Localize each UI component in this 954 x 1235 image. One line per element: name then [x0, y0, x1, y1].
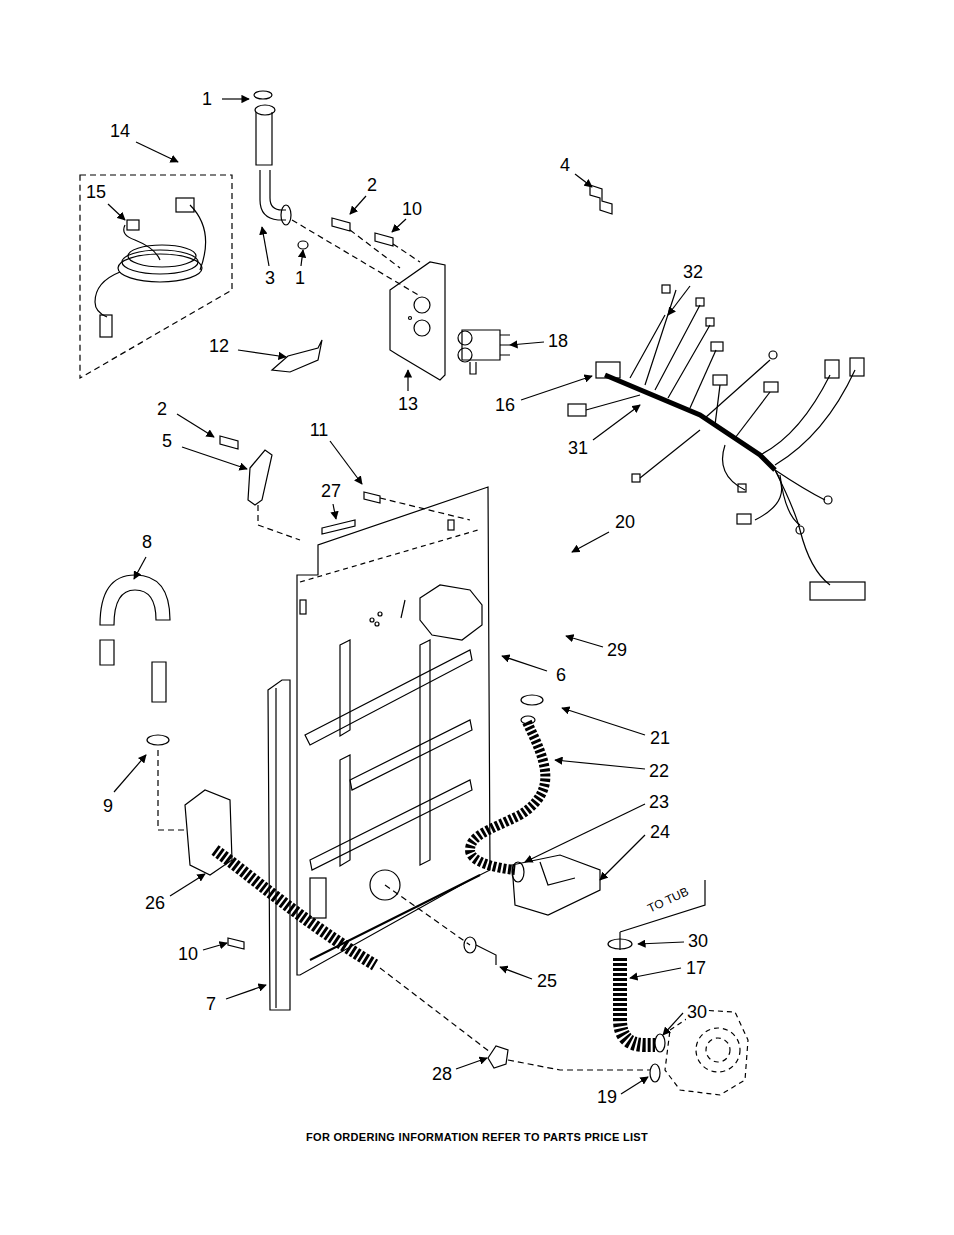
callout-number: 26 — [144, 894, 166, 912]
callout-number: 3 — [264, 269, 276, 287]
callout-number: 2 — [156, 400, 168, 418]
callout-number: 2 — [366, 176, 378, 194]
callout-number: 31 — [567, 439, 589, 457]
callout-number: 27 — [320, 482, 342, 500]
callout-number: 25 — [536, 972, 558, 990]
callout-number: 10 — [177, 945, 199, 963]
callout-number: 17 — [685, 959, 707, 977]
callout-number: 1 — [294, 269, 306, 287]
callout-number: 4 — [559, 156, 571, 174]
callout-number: 28 — [431, 1065, 453, 1083]
callout-number: 20 — [614, 513, 636, 531]
callout-number: 30 — [686, 1003, 708, 1021]
callout-number: 7 — [205, 995, 217, 1013]
callout-number: 15 — [85, 183, 107, 201]
callout-number: 29 — [606, 641, 628, 659]
callout-number: 22 — [648, 762, 670, 780]
callout-number: 23 — [648, 793, 670, 811]
callout-number: 32 — [682, 263, 704, 281]
callout-number: 24 — [649, 823, 671, 841]
callout-number: 18 — [547, 332, 569, 350]
callout-number: 14 — [109, 122, 131, 140]
callout-number: 21 — [649, 729, 671, 747]
callout-number: 5 — [161, 432, 173, 450]
callout-number: 16 — [494, 396, 516, 414]
callout-number: 11 — [309, 421, 330, 439]
callout-number: 9 — [102, 797, 114, 815]
caption-text: FOR ORDERING INFORMATION REFER TO PARTS … — [306, 1131, 648, 1143]
callout-number: 30 — [687, 932, 709, 950]
callout-number: 6 — [555, 666, 567, 684]
callout-number: 19 — [596, 1088, 618, 1106]
callout-number: 8 — [141, 533, 153, 551]
callout-number: 10 — [401, 200, 423, 218]
flow-note: TO TUB — [645, 885, 691, 915]
callout-number: 13 — [397, 395, 419, 413]
callout-number: 1 — [201, 90, 213, 108]
callout-number: 12 — [208, 337, 230, 355]
